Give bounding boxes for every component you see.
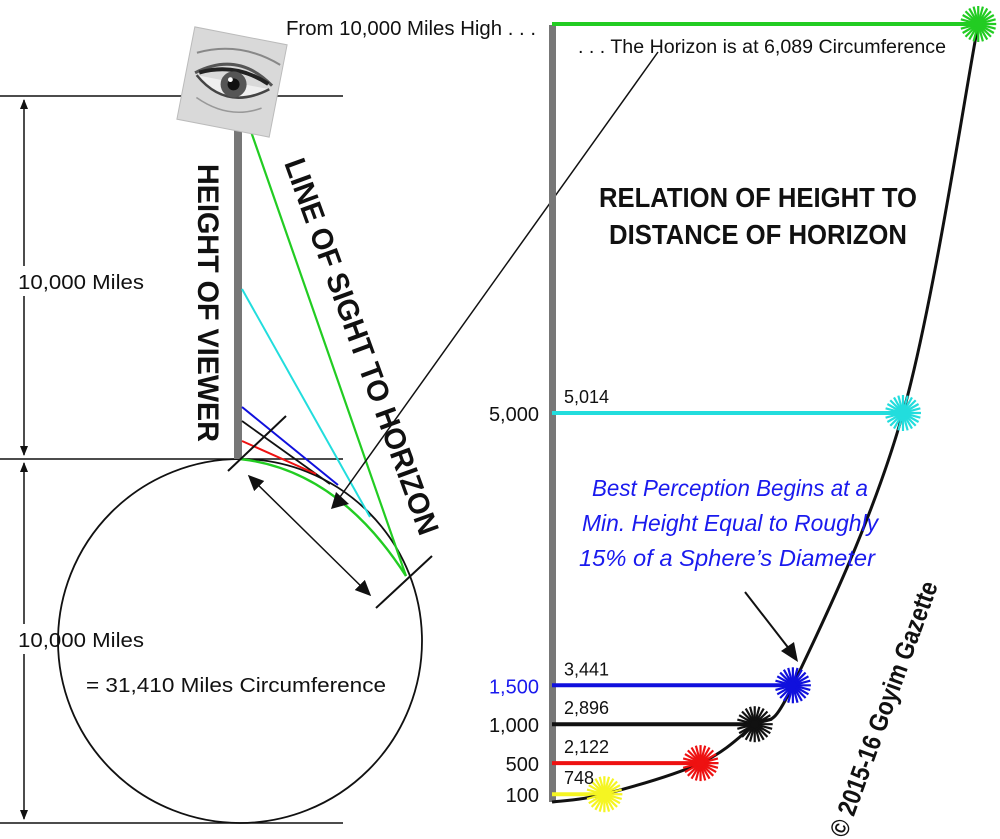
horizon-star-yellow — [586, 776, 623, 813]
top-height-label: From 10,000 Miles High . . . — [286, 18, 536, 40]
horizon-note-leader — [339, 51, 659, 498]
horizon-note: . . . The Horizon is at 6,089 Circumfere… — [578, 37, 946, 58]
surface-tick — [227, 415, 287, 472]
eye-image — [176, 26, 288, 138]
height-of-viewer-label: HEIGHT OF VIEWER — [191, 164, 224, 442]
arc-distance-arrow — [247, 474, 372, 597]
perception-note-line-1: Best Perception Begins at a — [592, 475, 868, 501]
circumference-label: = 31,410 Miles Circumference — [86, 675, 386, 697]
chart-title-line-2: DISTANCE OF HORIZON — [609, 219, 907, 250]
sight-line-green — [238, 99, 408, 577]
height-tick-label: 500 — [506, 754, 539, 776]
copyright-label: © 2015-16 Goyim Gazette — [823, 577, 944, 839]
chart-title-line-1: RELATION OF HEIGHT TO — [599, 182, 917, 213]
horizon-arc-green — [239, 457, 408, 577]
distance-value-label: 748 — [564, 768, 594, 788]
height-tick-label: 1,000 — [489, 715, 539, 737]
viewer-height-pole — [234, 97, 242, 459]
horizon-star-red — [682, 745, 719, 782]
height-tick-label: 100 — [506, 785, 539, 807]
height-distance-curve — [551, 23, 980, 804]
height-tick-label: 5,000 — [489, 404, 539, 426]
horizon-star-green — [960, 6, 997, 42]
horizon-star-blue — [774, 667, 811, 704]
horizon-tick — [375, 555, 433, 609]
distance-value-label: 5,014 — [564, 387, 609, 407]
horizon-note-arrowhead — [331, 492, 349, 509]
sight-line-blue — [241, 406, 339, 486]
left-illustration — [0, 26, 659, 824]
height-dimension-label: 10,000 Miles — [18, 272, 144, 294]
distance-value-label: 2,896 — [564, 698, 609, 718]
perception-note-line-2: Min. Height Equal to Roughly — [582, 510, 879, 536]
perception-note-arrow — [744, 591, 791, 651]
distance-value-label: 3,441 — [564, 659, 609, 679]
height-tick-label: 1,500 — [489, 676, 539, 698]
diameter-dimension-label: 10,000 Miles — [18, 630, 144, 652]
chart-area: 748 2,122 2,896 3,441 5,014 100 500 1,000 1,500… — [489, 6, 997, 813]
perception-note-line-3: 15% of a Sphere’s Diameter — [579, 545, 876, 571]
horizon-star-black — [736, 706, 773, 743]
horizon-star-cyan — [884, 395, 921, 431]
perception-note-arrowhead — [781, 642, 798, 662]
distance-value-label: 2,122 — [564, 737, 609, 757]
line-of-sight-label: LINE OF SIGHT TO HORIZON — [277, 154, 444, 539]
sight-line-black — [241, 420, 331, 485]
